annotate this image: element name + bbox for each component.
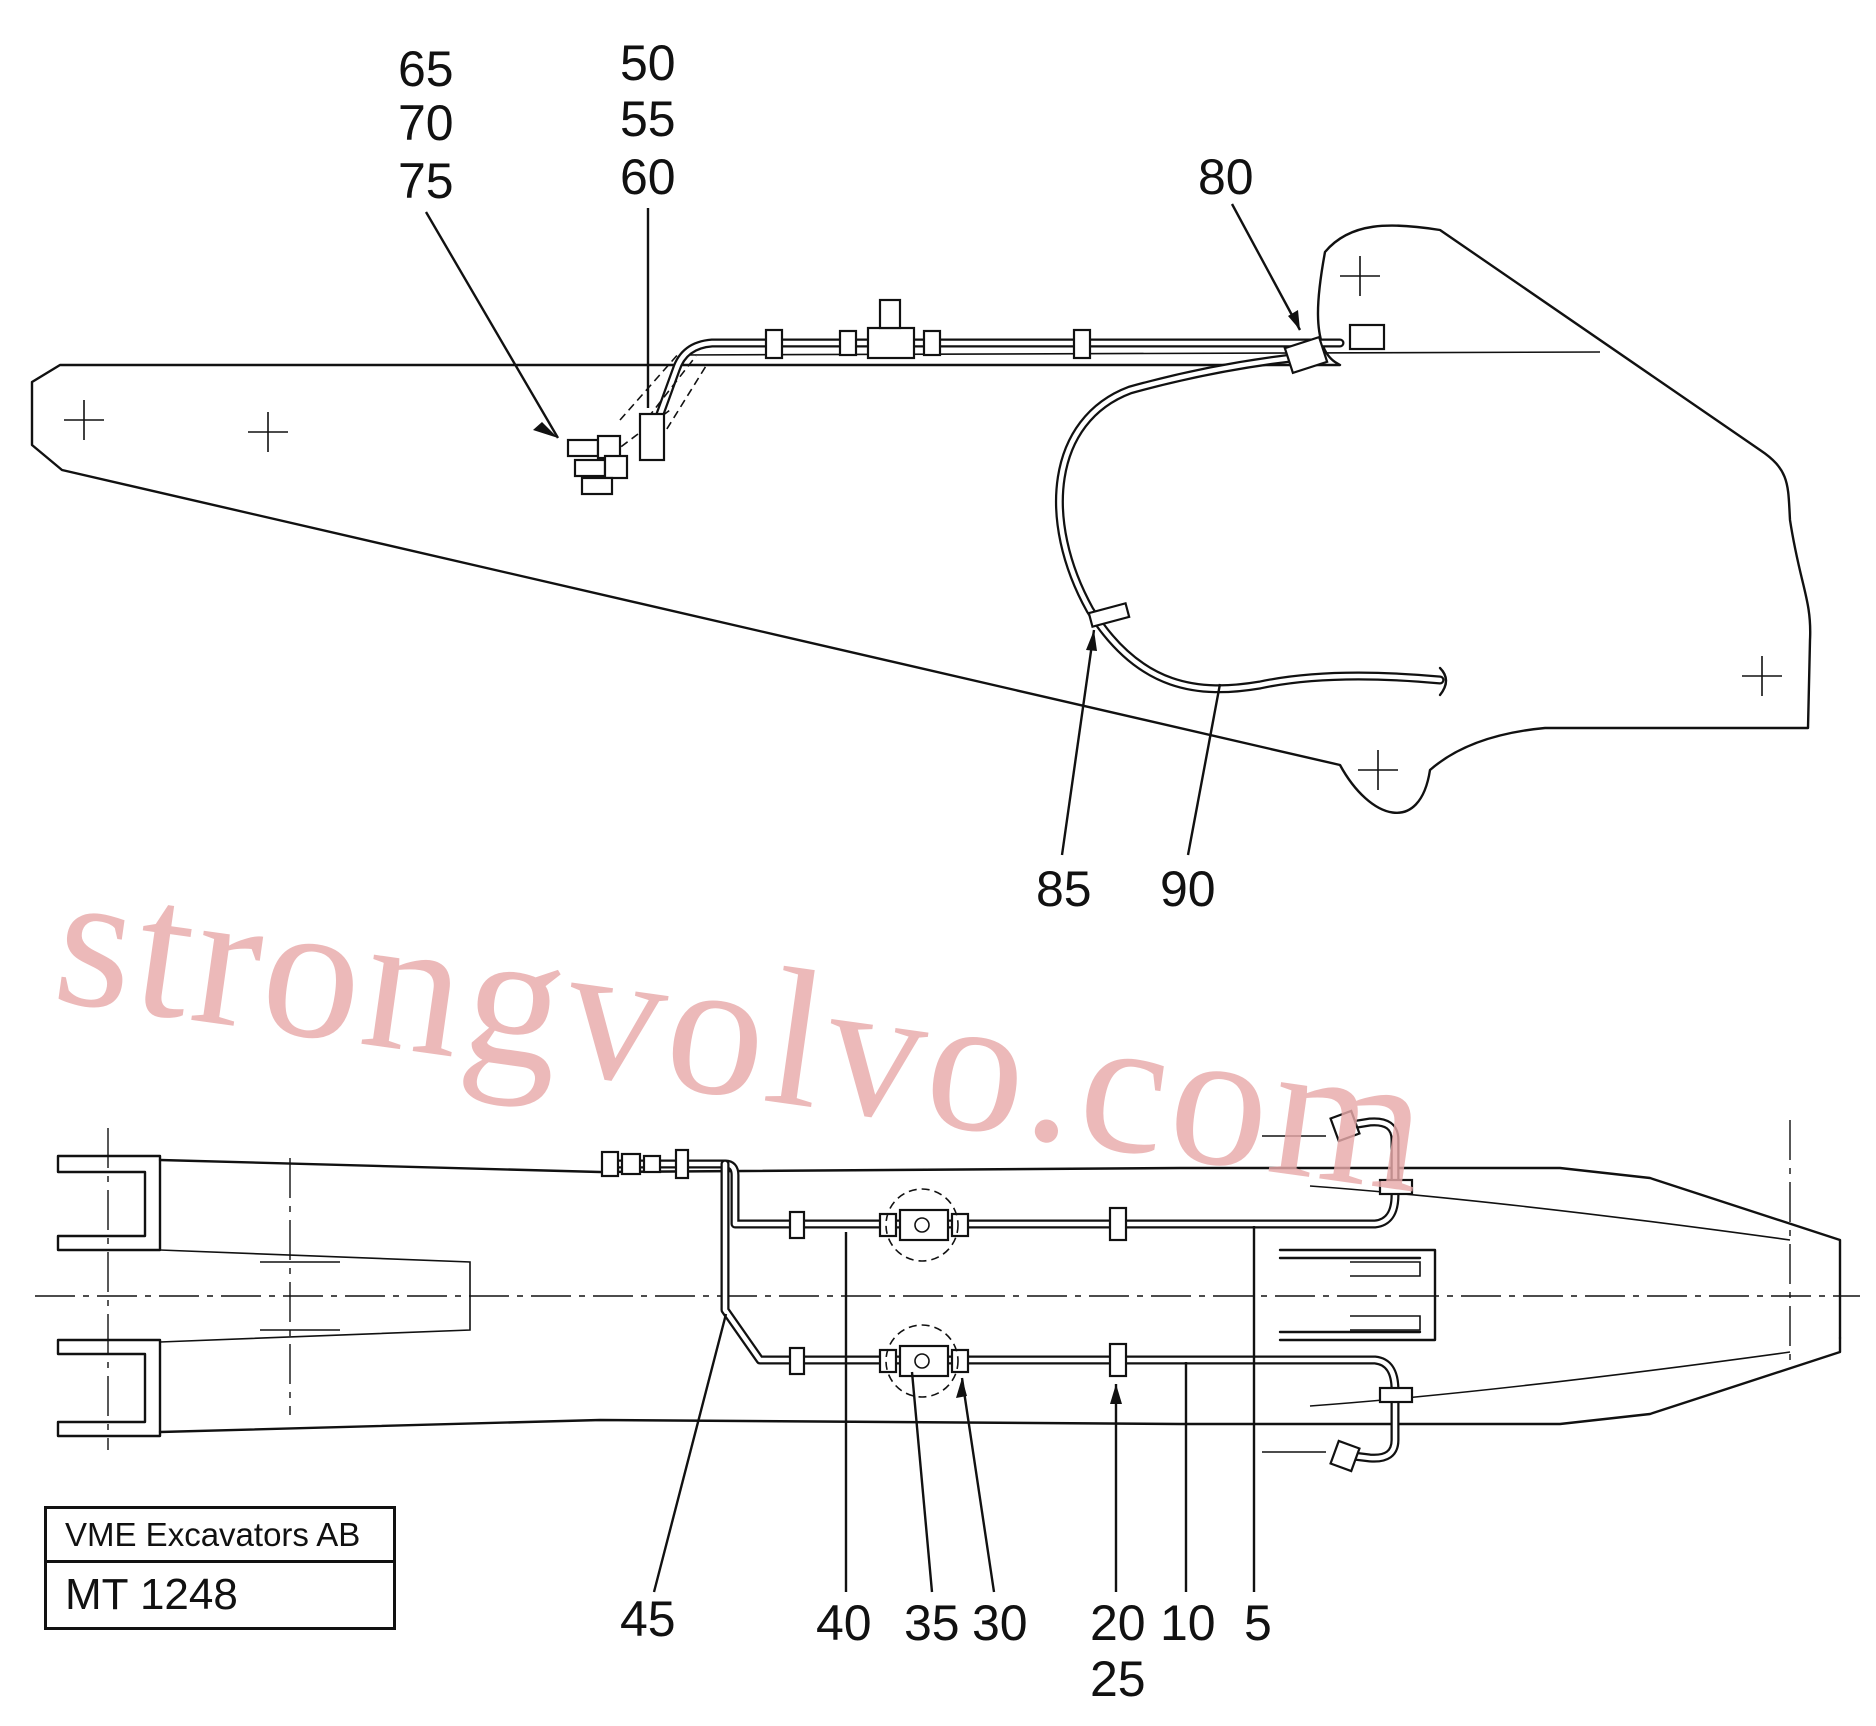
pin-marks [64,256,1782,790]
pipe-fittings [600,1109,1414,1473]
upper-rigid-pipe [650,338,1345,433]
tee-valve [866,326,916,360]
clamp [764,328,784,360]
fitting [1348,323,1386,351]
boom-body-upper [158,1158,1842,1340]
watermark-text: strongvolvo.com [44,828,1444,1235]
callout-40: 40 [816,1595,872,1651]
boom-top-edge [679,351,1601,356]
callout-10: 10 [1160,1595,1216,1651]
leader-arrowheads [533,310,1300,1404]
detail-circle [885,1324,959,1398]
detail-circle [885,1188,959,1262]
clamp [1072,328,1092,360]
callouts-bottom: 45 40 35 30 20 25 10 5 [620,1591,1272,1707]
callout-90: 90 [1160,861,1216,917]
callout-35: 35 [904,1595,960,1651]
fitting [838,329,858,357]
boom-side-view [30,224,1812,814]
boom-outline [30,224,1812,814]
callout-20: 20 [1090,1595,1146,1651]
callout-5: 5 [1244,1595,1272,1651]
hidden-pipes [589,351,707,471]
callout-65: 65 [398,41,454,97]
leader-lines [424,203,1302,1593]
hose-clamp [1087,601,1131,629]
company-name: VME Excavators AB [47,1509,393,1563]
callout-50: 50 [620,35,676,91]
callout-70: 70 [398,95,454,151]
title-block: VME Excavators AB MT 1248 [44,1506,396,1630]
flexible-hose [1054,351,1445,694]
callout-30: 30 [972,1595,1028,1651]
callout-80: 80 [1198,149,1254,205]
drawing-number: MT 1248 [65,1570,238,1619]
callout-55: 55 [620,91,676,147]
callout-25: 25 [1090,1651,1146,1707]
boom-top-view [35,1109,1860,1473]
fitting [922,329,942,357]
callout-75: 75 [398,153,454,209]
front-fork [1278,1248,1437,1342]
foot-lugs [56,1154,162,1438]
callout-85: 85 [1036,861,1092,917]
callout-45: 45 [620,1591,676,1647]
boom-body-lower [158,1336,1842,1434]
hose-end-fitting [1283,335,1329,375]
fitting-group-left [566,412,666,496]
tee-valve-stem [878,298,902,330]
callouts-top: 65 70 75 50 55 60 80 85 90 [398,35,1254,917]
callout-60: 60 [620,149,676,205]
